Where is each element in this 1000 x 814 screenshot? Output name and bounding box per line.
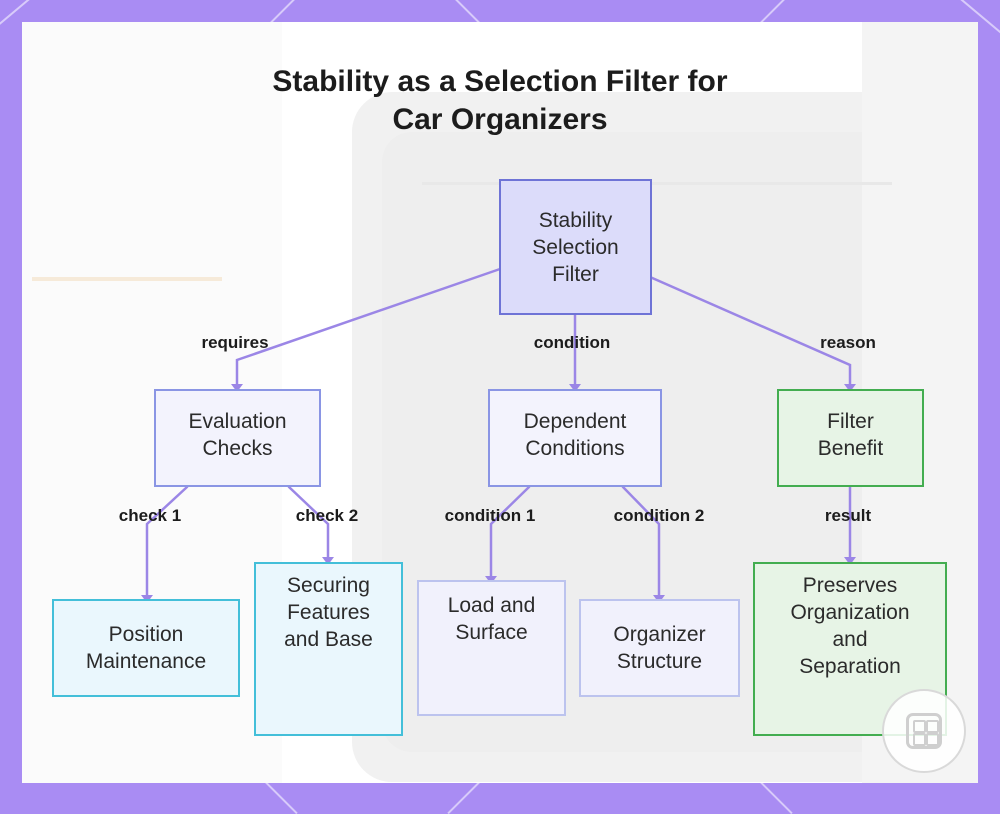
node-text-line: Separation [799,655,901,678]
edge-check-2 [287,485,330,563]
node-text-line: Position [108,623,184,646]
edge-label-check-2: check 2 [295,506,359,525]
node-text-line: Organizer [613,623,706,646]
edge-label-condition: condition [533,333,611,352]
diagram-canvas: Stability as a Selection Filter for Car … [22,22,978,783]
edge-label-condition-2: condition 2 [613,506,705,525]
node-text-line: and Base [284,628,373,651]
arrowhead-reason [844,384,856,392]
edge-reason [648,275,852,390]
arrowhead-result [844,557,856,565]
node-text-line: Securing [287,574,370,597]
arrowhead-check-2 [322,557,334,565]
edge-label-check-1: check 1 [118,506,182,525]
node-evaluation-checks[interactable]: Evaluation Checks [154,389,321,487]
node-text-line: Surface [455,621,528,644]
node-text-line: Features [287,601,370,624]
edge-requires [235,267,502,390]
edge-label-requires: requires [201,333,269,352]
node-text-line: Stability [538,208,613,232]
node-text-line: Filter [827,410,874,433]
app-logo-icon [882,689,966,773]
node-stability-selection-filter[interactable]: Stability Selection Filter [499,179,652,315]
node-text-line: Preserves [802,574,898,597]
edge-check-1 [145,485,189,601]
node-text-line: Dependent [523,410,627,433]
arrowhead-condition [569,384,581,392]
edge-label-reason: reason [820,333,876,352]
edge-condition-1 [489,485,531,582]
node-load-and-surface[interactable]: Load and Surface [417,580,566,716]
node-organizer-structure[interactable]: Organizer Structure [579,599,740,697]
node-text-line: Structure [616,650,703,673]
node-text-line: Filter [552,262,599,286]
node-text-line: Evaluation [188,410,287,433]
node-text-line: Organization [790,601,910,624]
title-line-2: Car Organizers [392,103,608,136]
edge-label-condition-1: condition 1 [444,506,536,525]
arrowhead-requires [231,384,243,392]
node-text-line: and [832,628,868,651]
edge-label-result: result [824,506,872,525]
node-text-line: Load and [447,594,536,617]
diagram-title: Stability as a Selection Filter for Car … [22,63,978,139]
edge-condition-2 [621,485,661,601]
node-position-maintenance[interactable]: Position Maintenance [52,599,240,697]
node-text-line: Selection [532,235,619,259]
node-text-line: Benefit [817,437,884,460]
node-text-line: Checks [202,437,273,460]
edge-layer [141,267,856,603]
node-text-line: Conditions [525,437,625,460]
node-dependent-conditions[interactable]: Dependent Conditions [488,389,662,487]
node-filter-benefit[interactable]: Filter Benefit [777,389,924,487]
title-line-1: Stability as a Selection Filter for [272,65,728,98]
node-securing-features-and-base[interactable]: Securing Features and Base [254,562,403,736]
node-text-line: Maintenance [85,650,207,673]
